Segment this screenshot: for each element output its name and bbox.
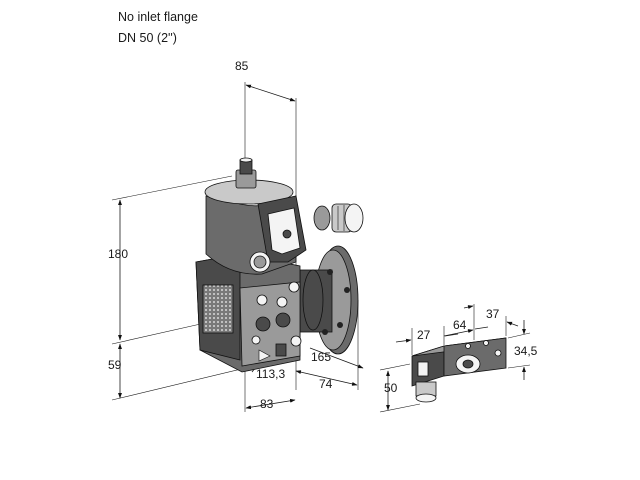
dimension-165: 165 — [309, 347, 364, 369]
dimension-label-64: 64 — [453, 318, 467, 332]
dimension-label-180: 180 — [108, 247, 128, 261]
dimension-label-83: 83 — [260, 397, 274, 411]
dimension-64: 64 — [443, 304, 489, 340]
dimension-label-27: 27 — [417, 328, 431, 342]
port-middle-right — [275, 312, 291, 328]
connector-window — [417, 361, 429, 377]
dimension-34: 34,5 — [507, 320, 538, 380]
port-top-right — [276, 296, 288, 308]
dimension-59: 59 — [108, 343, 263, 401]
valve-block — [195, 253, 302, 373]
dimension-37: 37 — [463, 305, 519, 336]
drawing-caption: No inlet flange DN 50 (2'') — [118, 7, 198, 49]
caption-line-flange: No inlet flange — [118, 10, 198, 24]
caption-line-size: DN 50 (2'') — [118, 31, 177, 45]
port-lower-screw — [290, 335, 302, 347]
dimension-27: 27 — [395, 326, 459, 355]
dimension-180: 180 — [108, 175, 233, 345]
dimension-83: 83 — [244, 345, 296, 412]
dimension-label-50: 50 — [384, 381, 398, 395]
dimension-label-59: 59 — [108, 358, 122, 372]
valve-assembly — [195, 157, 364, 373]
plug-connector — [411, 337, 507, 403]
dimension-label-113: 113,3 — [256, 367, 285, 381]
grille-window — [202, 284, 234, 334]
plug-socket — [275, 343, 287, 357]
port-middle-left — [255, 316, 271, 332]
port-bottom-left — [251, 335, 261, 345]
flow-arrow-icon — [258, 349, 271, 362]
port-top-left — [256, 294, 268, 306]
outlet-flange — [299, 245, 359, 355]
dimension-74: 74 — [295, 300, 359, 391]
dimension-label-37: 37 — [486, 307, 500, 321]
port-upper-screw — [288, 281, 300, 293]
dimension-label-74: 74 — [319, 377, 333, 391]
cable-gland — [313, 203, 364, 233]
dimension-label-165: 165 — [311, 350, 331, 364]
actuator-housing — [204, 157, 307, 275]
dimension-50: 50 — [379, 363, 421, 413]
dimension-label-34: 34,5 — [514, 344, 538, 358]
dimension-label-85: 85 — [235, 59, 249, 73]
